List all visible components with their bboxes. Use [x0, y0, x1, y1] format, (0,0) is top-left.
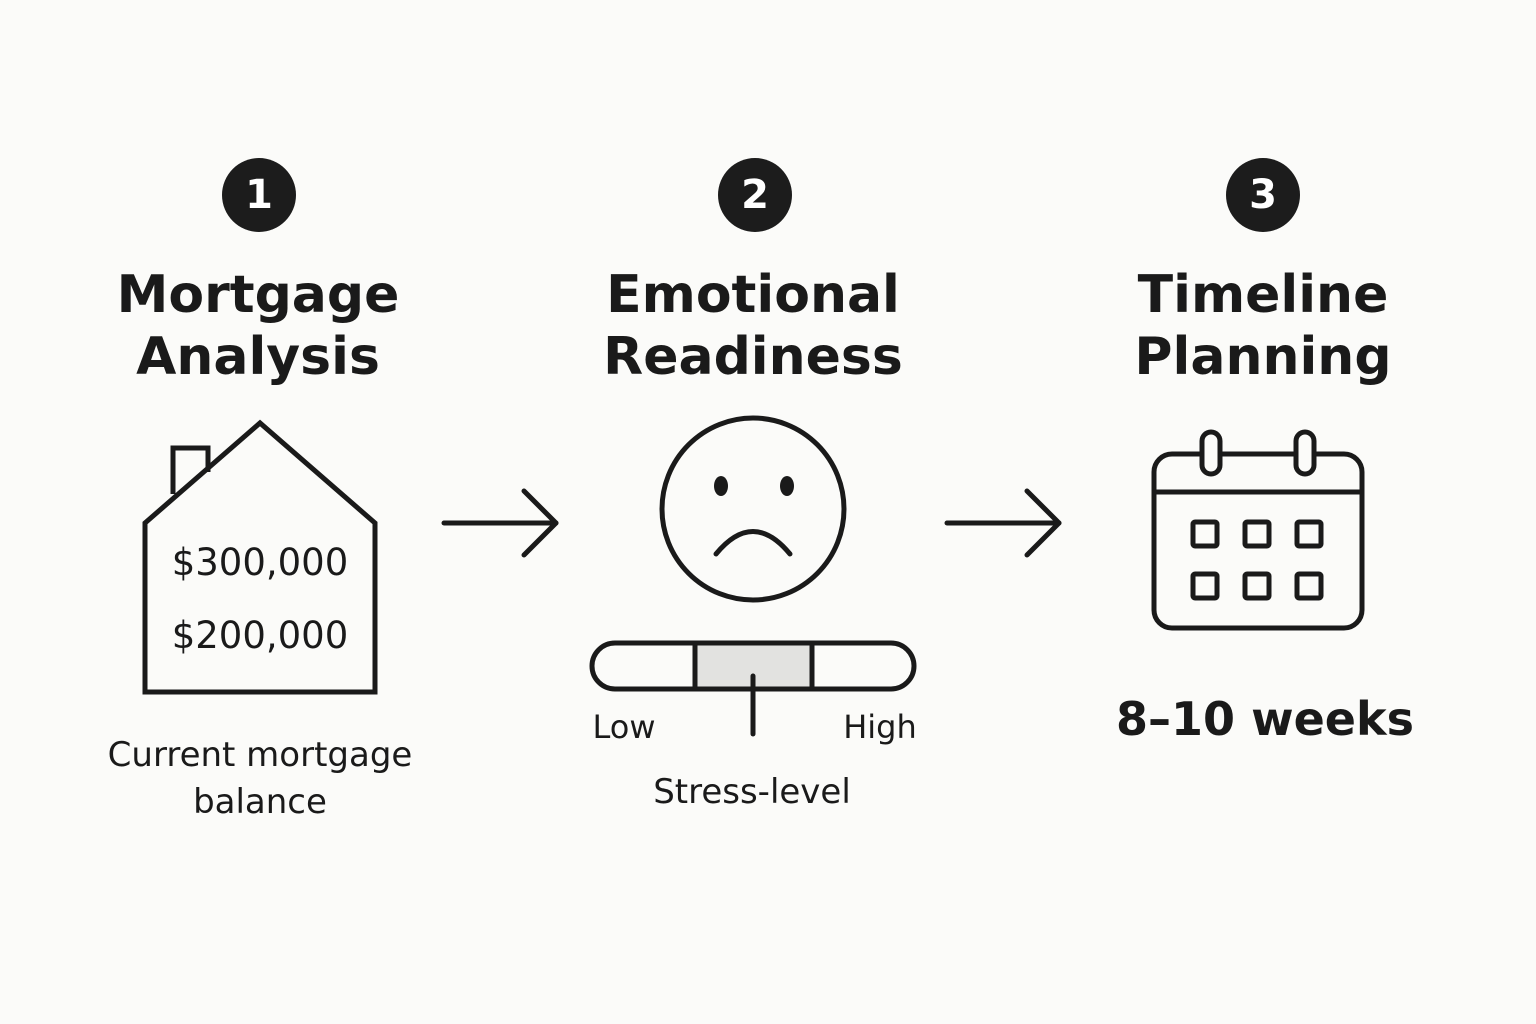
- house-value-2: $200,000: [171, 614, 349, 657]
- step-3-badge: 3: [1226, 158, 1300, 232]
- stress-low-label: Low: [592, 708, 656, 746]
- stress-level-caption: Stress-level: [653, 772, 851, 812]
- step-2-title-line2: Readiness: [603, 327, 903, 387]
- step-3-title-line2: Planning: [1134, 327, 1392, 387]
- step-1-title-line1: Mortgage: [116, 265, 400, 325]
- house-caption-line1: Current mortgage: [107, 735, 413, 775]
- house-value-1: $300,000: [171, 541, 349, 584]
- arrow-right-icon: [441, 488, 559, 558]
- calendar-icon: [1151, 429, 1365, 631]
- step-1-title-line2: Analysis: [136, 327, 380, 387]
- step-1-badge: 1: [222, 158, 296, 232]
- arrow-right-icon: [944, 488, 1062, 558]
- house-caption-line2: balance: [193, 782, 327, 822]
- sad-face-icon: [659, 415, 847, 603]
- step-2-badge: 2: [718, 158, 792, 232]
- house-icon: [142, 419, 378, 695]
- stress-meter: [589, 640, 917, 737]
- step-2-title-line1: Emotional: [606, 265, 900, 325]
- stress-high-label: High: [843, 708, 917, 746]
- step-3-title-line1: Timeline: [1137, 265, 1389, 325]
- timeline-duration: 8–10 weeks: [1116, 692, 1414, 746]
